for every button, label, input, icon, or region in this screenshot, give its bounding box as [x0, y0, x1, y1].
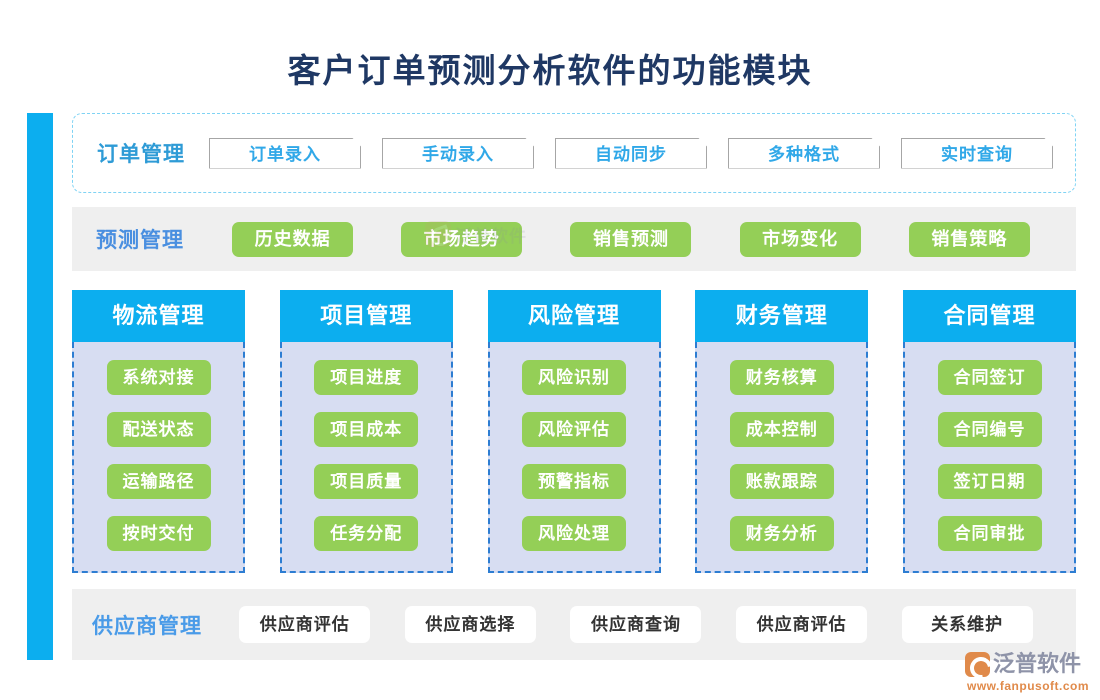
- module-column-contract: 合同管理 合同签订 合同编号 签订日期 合同审批: [903, 290, 1076, 573]
- supplier-item-query[interactable]: 供应商查询: [570, 606, 702, 643]
- forecast-management-row: 预测管理 历史数据 市场趋势 销售预测 市场变化 销售策略: [72, 207, 1076, 271]
- forecast-item-market-trend[interactable]: 市场趋势: [401, 221, 523, 257]
- fanpu-swoosh-icon: [965, 651, 990, 677]
- module-column-finance: 财务管理 财务核算 成本控制 账款跟踪 财务分析: [695, 290, 869, 573]
- forecast-management-label: 预测管理: [96, 228, 184, 252]
- supplier-item-evaluation-2[interactable]: 供应商评估: [736, 606, 868, 643]
- risk-item-warning-indicator[interactable]: 预警指标: [522, 463, 626, 499]
- left-accent-bar: [27, 113, 53, 660]
- order-management-label: 订单管理: [97, 142, 185, 166]
- finance-item-accounting[interactable]: 财务核算: [729, 360, 834, 396]
- supplier-item-selection[interactable]: 供应商选择: [404, 606, 536, 643]
- risk-item-handling[interactable]: 风险处理: [522, 515, 626, 551]
- forecast-item-sales-strategy[interactable]: 销售策略: [908, 221, 1030, 257]
- contract-item-number[interactable]: 合同编号: [937, 412, 1042, 448]
- brand-logo-top: 泛普软件: [965, 650, 1095, 678]
- order-management-row: 订单管理 订单录入 手动录入 自动同步 多种格式 实时查询: [72, 113, 1076, 193]
- brand-logo: 泛普软件 www.fanpusoft.com: [965, 650, 1095, 696]
- order-item-order-entry[interactable]: 订单录入: [209, 138, 361, 169]
- supplier-item-evaluation[interactable]: 供应商评估: [239, 606, 371, 643]
- project-item-quality[interactable]: 项目质量: [314, 463, 419, 499]
- column-body-project: 项目进度 项目成本 项目质量 任务分配: [279, 342, 453, 573]
- column-title-contract[interactable]: 合同管理: [903, 290, 1076, 342]
- project-item-cost[interactable]: 项目成本: [314, 412, 419, 448]
- order-item-realtime-query[interactable]: 实时查询: [901, 138, 1053, 169]
- column-title-project[interactable]: 项目管理: [279, 290, 453, 342]
- supplier-management-label: 供应商管理: [92, 613, 202, 638]
- contract-item-signing[interactable]: 合同签订: [937, 360, 1042, 396]
- logistics-item-transport-route[interactable]: 运输路径: [106, 463, 211, 499]
- column-title-finance[interactable]: 财务管理: [695, 290, 869, 342]
- supplier-item-relationship[interactable]: 关系维护: [901, 606, 1033, 643]
- brand-url: www.fanpusoft.com: [967, 679, 1090, 693]
- brand-name: 泛普软件: [993, 651, 1082, 676]
- logistics-item-delivery-status[interactable]: 配送状态: [106, 412, 211, 448]
- forecast-management-items: 历史数据 市场趋势 销售预测 市场变化 销售策略: [208, 221, 1076, 257]
- risk-item-assessment[interactable]: 风险评估: [522, 412, 626, 448]
- supplier-management-row: 供应商管理 供应商评估 供应商选择 供应商查询 供应商评估 关系维护: [72, 589, 1076, 660]
- project-item-task-assignment[interactable]: 任务分配: [314, 515, 419, 551]
- page-title: 客户订单预测分析软件的功能模块: [287, 54, 813, 90]
- finance-item-receivable-tracking[interactable]: 账款跟踪: [729, 463, 834, 499]
- forecast-item-market-change[interactable]: 市场变化: [739, 221, 861, 257]
- forecast-item-sales-forecast[interactable]: 销售预测: [570, 221, 692, 257]
- module-columns: 物流管理 系统对接 配送状态 运输路径 按时交付 项目管理 项目进度 项目成本 …: [72, 290, 1076, 573]
- order-management-items: 订单录入 手动录入 自动同步 多种格式 实时查询: [209, 138, 1075, 169]
- order-item-auto-sync[interactable]: 自动同步: [555, 138, 707, 169]
- logistics-item-on-time-delivery[interactable]: 按时交付: [106, 515, 211, 551]
- finance-item-cost-control[interactable]: 成本控制: [729, 412, 834, 448]
- contract-item-sign-date[interactable]: 签订日期: [937, 463, 1042, 499]
- column-body-finance: 财务核算 成本控制 账款跟踪 财务分析: [695, 342, 869, 573]
- finance-item-analysis[interactable]: 财务分析: [729, 515, 834, 551]
- forecast-item-history-data[interactable]: 历史数据: [232, 221, 354, 257]
- contract-item-approval[interactable]: 合同审批: [937, 515, 1042, 551]
- diagram-board: 订单管理 订单录入 手动录入 自动同步 多种格式 实时查询 预测管理 历史数据 …: [72, 113, 1078, 660]
- column-title-logistics[interactable]: 物流管理: [72, 290, 245, 342]
- supplier-management-items: 供应商评估 供应商选择 供应商查询 供应商评估 关系维护: [222, 606, 1076, 643]
- logistics-item-system-integration[interactable]: 系统对接: [106, 360, 211, 396]
- module-column-risk: 风险管理 风险识别 风险评估 预警指标 风险处理: [487, 290, 661, 573]
- module-column-project: 项目管理 项目进度 项目成本 项目质量 任务分配: [279, 290, 453, 573]
- order-item-multi-format[interactable]: 多种格式: [728, 138, 880, 169]
- module-column-logistics: 物流管理 系统对接 配送状态 运输路径 按时交付: [72, 290, 245, 573]
- column-body-risk: 风险识别 风险评估 预警指标 风险处理: [487, 342, 661, 573]
- column-body-logistics: 系统对接 配送状态 运输路径 按时交付: [72, 342, 245, 573]
- project-item-progress[interactable]: 项目进度: [314, 360, 419, 396]
- column-title-risk[interactable]: 风险管理: [487, 290, 661, 342]
- column-body-contract: 合同签订 合同编号 签订日期 合同审批: [903, 342, 1076, 573]
- order-item-manual-entry[interactable]: 手动录入: [382, 138, 534, 169]
- risk-item-identification[interactable]: 风险识别: [522, 360, 626, 396]
